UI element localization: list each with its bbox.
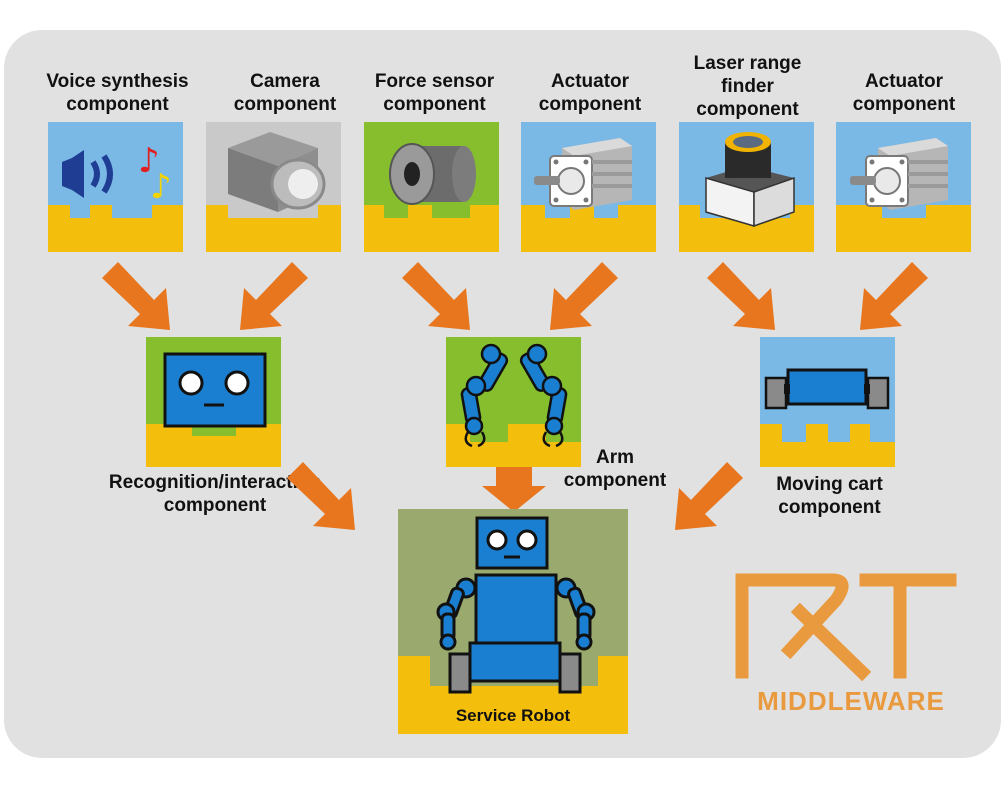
- tile-arm: [446, 337, 581, 467]
- label-voice-synthesis-component: Voice synthesis component: [46, 71, 189, 115]
- label-recognition-interaction-component: Recognition/interaction component: [108, 472, 322, 516]
- tile-laser-range-finder: [679, 122, 814, 252]
- label-camera-component: Camera component: [233, 71, 337, 115]
- tile-force-sensor: [364, 122, 499, 252]
- label-force-sensor-component: Force sensor component: [374, 71, 495, 115]
- tile-service-robot: [398, 509, 628, 734]
- label-arm-component: Arm component: [563, 447, 667, 491]
- tile-actuator-1: [521, 122, 656, 252]
- tile-voice-synthesis: ♪ ♪: [48, 122, 183, 252]
- label-moving-cart-component: Moving cart component: [776, 474, 883, 518]
- label-actuator-component-1: Actuator component: [538, 71, 642, 115]
- rt-logo-mark: [735, 573, 957, 682]
- label-laser-range-finder-component: Laser range finder component: [693, 53, 802, 120]
- arrows-to-composites: [102, 262, 928, 330]
- svg-text:♪: ♪: [138, 141, 160, 181]
- label-service-robot: Service Robot: [455, 706, 571, 725]
- tile-camera: [206, 122, 341, 252]
- logo-middleware-text: MIDDLEWARE: [757, 686, 945, 716]
- tile-moving-cart: [760, 337, 895, 467]
- label-actuator-component-2: Actuator component: [852, 71, 956, 115]
- tile-recognition-interaction: [146, 337, 281, 467]
- arrows-to-robot: [287, 462, 743, 530]
- tile-actuator-2: [836, 122, 971, 252]
- svg-text:♪: ♪: [150, 167, 172, 207]
